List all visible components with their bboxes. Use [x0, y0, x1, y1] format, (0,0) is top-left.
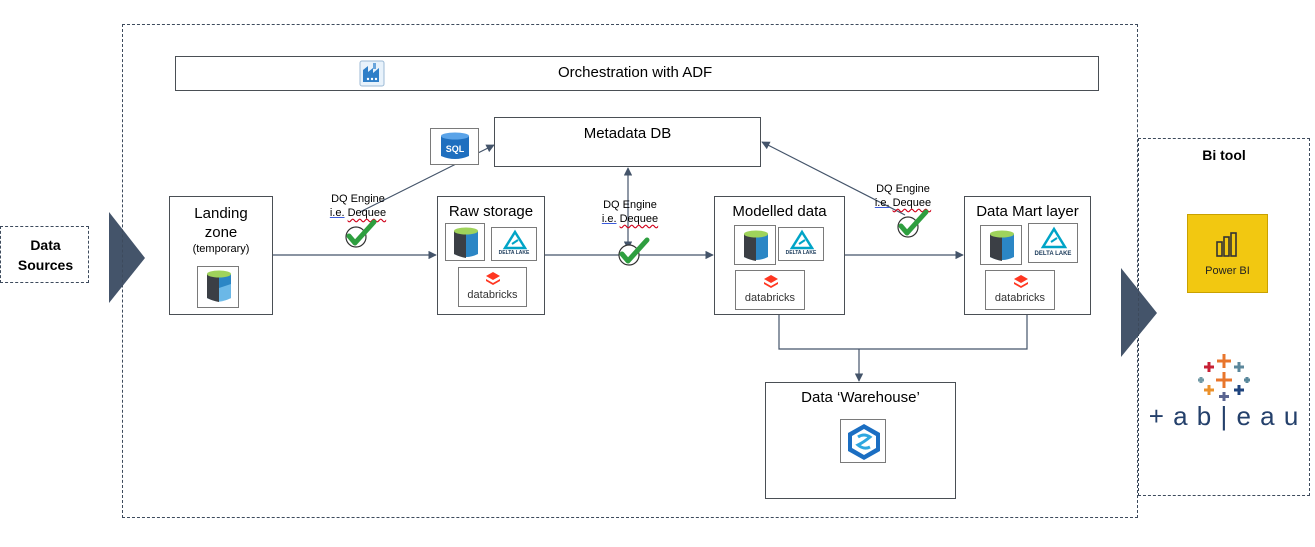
datamart-delta-lake-logo: DELTA LAKE — [1028, 223, 1078, 263]
modelled-data-label: Modelled data — [732, 203, 827, 220]
power-bi-icon — [1216, 232, 1237, 257]
sql-database-icon: SQL — [441, 132, 469, 159]
dq-dequee-text: Dequee — [619, 213, 659, 225]
datamart-databricks-logo: databricks — [985, 270, 1055, 310]
data-warehouse-box: Data ‘Warehouse’ — [765, 382, 956, 499]
power-bi-logo: Power BI — [1187, 214, 1268, 293]
landing-zone-label-line2: zone — [204, 224, 238, 241]
dq-engine-label-3: DQ Engine i.e. Dequee — [863, 182, 943, 210]
chevron-right-icon — [109, 212, 145, 303]
data-warehouse-label: Data ‘Warehouse’ — [801, 389, 920, 406]
raw-storage-box: Raw storage DELTA LAKE databricks — [437, 196, 545, 315]
datamart-storage-logo — [980, 225, 1022, 265]
storage-cylinder-icon — [207, 270, 231, 302]
storage-cylinder-icon — [990, 230, 1014, 261]
storage-cylinder-icon — [454, 227, 478, 258]
data-sources-label-line2: Sources — [17, 257, 74, 273]
sql-icon-text: SQL — [446, 144, 465, 154]
dq-engine-text: DQ Engine — [876, 183, 930, 195]
data-mart-label: Data Mart layer — [976, 203, 1079, 220]
databricks-text: databricks — [744, 292, 796, 304]
modelled-storage-logo — [734, 225, 776, 265]
tableau-icon — [1198, 354, 1250, 401]
modelled-delta-lake-logo: DELTA LAKE — [778, 227, 824, 261]
delta-lake-icon — [1040, 226, 1068, 249]
metadata-db-box: Metadata DB — [494, 117, 761, 167]
data-factory-icon — [359, 60, 385, 87]
databricks-icon — [1014, 275, 1028, 288]
landing-storage-logo — [197, 266, 239, 308]
dq-ie-text: i.e. — [329, 207, 345, 219]
modelled-databricks-logo: databricks — [735, 270, 805, 310]
dq-engine-label-1: DQ Engine i.e. Dequee — [318, 192, 398, 220]
databricks-icon — [764, 275, 778, 288]
orchestration-label: Orchestration with ADF — [558, 64, 713, 81]
arrow-dq-to-metadata-right — [761, 141, 906, 216]
modelled-data-box: Modelled data DELTA LAKE databricks — [714, 196, 845, 315]
delta-lake-text: DELTA LAKE — [1034, 251, 1072, 257]
raw-databricks-logo: databricks — [458, 267, 527, 307]
tableau-wordmark: + a b | e a u — [1148, 401, 1300, 431]
delta-lake-icon — [502, 229, 528, 250]
metadata-db-label: Metadata DB — [583, 125, 672, 142]
raw-delta-lake-logo: DELTA LAKE — [491, 227, 537, 261]
data-sources-label-line1: Data — [30, 237, 61, 253]
dq-engine-text: DQ Engine — [331, 193, 385, 205]
bi-tool-title: Bi tool — [1202, 147, 1246, 163]
delta-lake-text: DELTA LAKE — [498, 250, 530, 256]
delta-lake-icon — [789, 229, 815, 250]
dq-ie-text: i.e. — [874, 197, 890, 209]
databricks-text: databricks — [467, 289, 518, 301]
dq-engine-text: DQ Engine — [603, 199, 657, 211]
bi-tool-container: Bi tool Power BI + a b | e a u — [1138, 138, 1310, 496]
chevron-right-icon — [1121, 268, 1157, 357]
power-bi-text: Power BI — [1205, 265, 1250, 277]
dq-dequee-text: Dequee — [347, 207, 387, 219]
landing-zone-label-line1: Landing — [194, 205, 248, 222]
check-circle-icon — [345, 219, 377, 248]
delta-lake-text: DELTA LAKE — [785, 250, 817, 256]
dq-engine-label-2: DQ Engine i.e. Dequee — [590, 198, 670, 226]
line-modelled-to-warehouse — [778, 315, 1028, 350]
sql-database-logo: SQL — [430, 128, 479, 165]
check-circle-icon — [618, 237, 650, 266]
raw-storage-logo — [445, 223, 485, 261]
databricks-icon — [486, 272, 500, 285]
dq-ie-text: i.e. — [601, 213, 617, 225]
storage-cylinder-icon — [744, 230, 768, 261]
synapse-logo — [840, 419, 886, 463]
landing-zone-box: Landing zone (temporary) — [169, 196, 273, 315]
landing-zone-label-line3: (temporary) — [192, 243, 250, 255]
raw-storage-label: Raw storage — [448, 203, 534, 220]
data-sources-box: Data Sources — [0, 226, 89, 283]
dq-dequee-text: Dequee — [892, 197, 932, 209]
orchestration-bar: Orchestration with ADF — [175, 56, 1099, 91]
check-circle-icon — [897, 209, 929, 238]
synapse-icon — [848, 424, 880, 460]
data-mart-box: Data Mart layer DELTA LAKE databricks — [964, 196, 1091, 315]
pipeline-container — [122, 24, 1138, 518]
databricks-text: databricks — [994, 292, 1046, 304]
